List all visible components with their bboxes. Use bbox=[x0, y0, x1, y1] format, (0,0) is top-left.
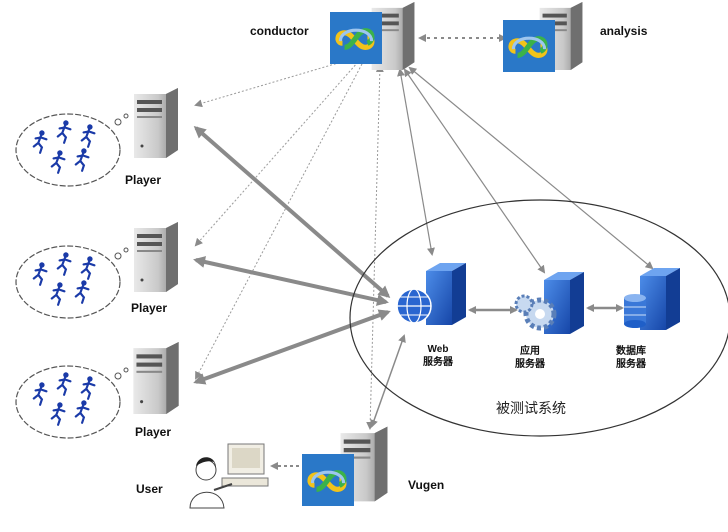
conductor-logo-icon bbox=[330, 12, 382, 64]
analysis-node bbox=[503, 2, 583, 72]
db-server-label-line2: 服务器 bbox=[616, 359, 646, 370]
player-node-3 bbox=[15, 342, 179, 439]
app-server-node bbox=[514, 272, 584, 334]
app-server-icon bbox=[544, 272, 584, 334]
app-server-label-line1: 应用 bbox=[520, 346, 540, 357]
player-node-2 bbox=[15, 222, 178, 319]
player-node-1 bbox=[15, 88, 178, 187]
system-under-test-label: 被测试系统 bbox=[496, 401, 566, 417]
conductor-app-link bbox=[403, 68, 546, 274]
runner-cloud bbox=[15, 245, 121, 319]
web-server-label-line1: Web bbox=[427, 344, 449, 355]
conductor-player2-link bbox=[194, 61, 359, 247]
vugen-web-link bbox=[370, 334, 406, 428]
runner-cloud bbox=[15, 365, 121, 439]
web-server-icon bbox=[426, 263, 466, 325]
db-server-label: 数据库 服务器 bbox=[606, 345, 656, 371]
web-server-label-line2: 服务器 bbox=[423, 357, 453, 368]
player3-web-link bbox=[193, 309, 391, 385]
db-server-label-line1: 数据库 bbox=[616, 346, 646, 357]
web-server-node bbox=[396, 263, 466, 325]
workstation-icon bbox=[221, 443, 269, 487]
app-server-label-line2: 服务器 bbox=[515, 359, 545, 370]
app-server-label: 应用 服务器 bbox=[508, 345, 552, 371]
runner-cloud bbox=[15, 113, 121, 187]
analysis-label: analysis bbox=[600, 24, 648, 38]
player-tower-icon bbox=[134, 88, 178, 158]
system-under-test-boundary bbox=[349, 199, 728, 437]
player2-web-link bbox=[193, 256, 389, 306]
player-label-1: Player bbox=[125, 173, 162, 187]
player-tower-icon bbox=[133, 342, 179, 414]
conductor-node bbox=[330, 2, 415, 70]
vugen-label: Vugen bbox=[408, 478, 445, 492]
user-label: User bbox=[136, 482, 163, 496]
player-label-3: Player bbox=[135, 425, 172, 439]
person-icon bbox=[189, 457, 233, 509]
conductor-player1-link bbox=[194, 57, 356, 108]
conductor-vugen-link bbox=[366, 64, 384, 430]
web-server-label: Web 服务器 bbox=[418, 343, 458, 369]
player-tower-icon bbox=[134, 222, 178, 292]
conductor-db-link bbox=[408, 66, 654, 270]
db-server-node bbox=[624, 268, 680, 330]
vugen-logo-icon bbox=[302, 454, 354, 506]
conductor-web-link bbox=[397, 68, 435, 256]
database-icon bbox=[624, 294, 646, 328]
analysis-logo-icon bbox=[503, 20, 555, 72]
conductor-label: conductor bbox=[250, 24, 309, 38]
user-node bbox=[189, 443, 269, 509]
vugen-node bbox=[302, 426, 388, 506]
player-label-2: Player bbox=[131, 301, 168, 315]
connections bbox=[193, 34, 654, 470]
